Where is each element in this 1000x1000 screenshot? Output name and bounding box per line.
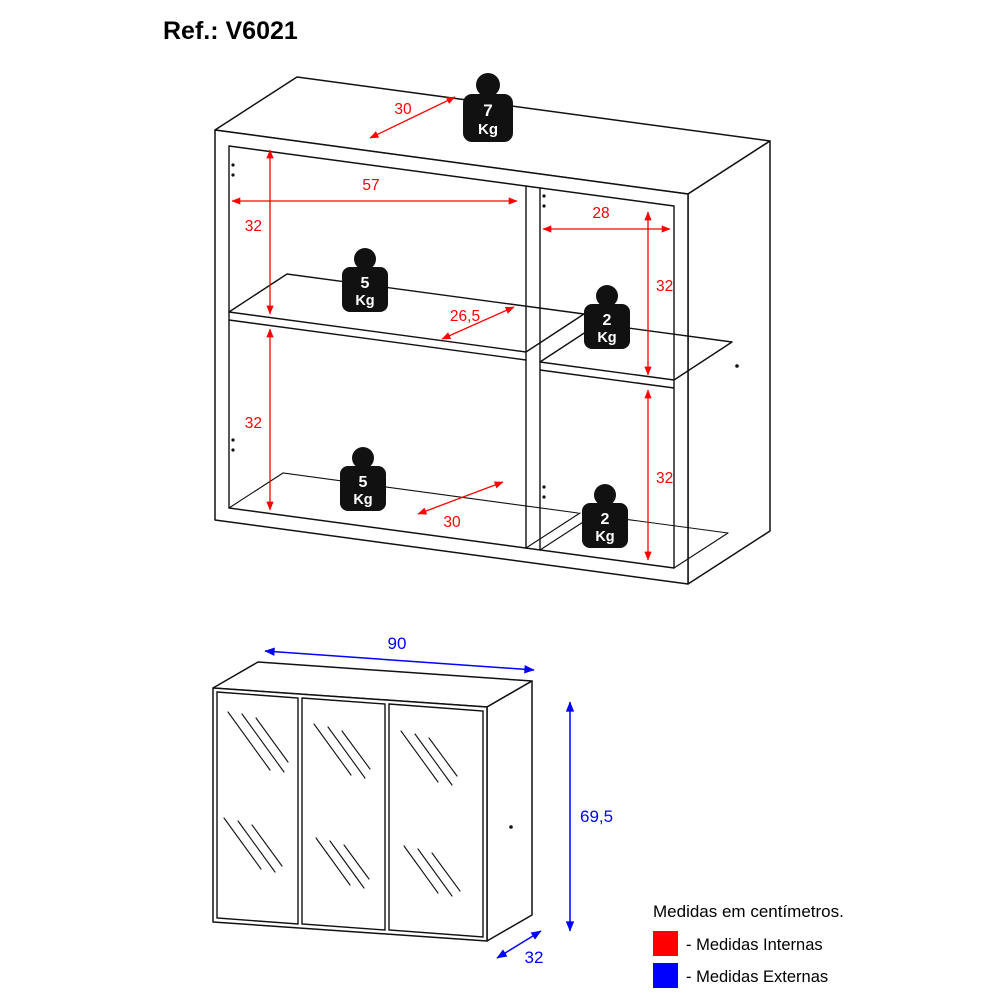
weight-icon-5kg-left-bottom: 5 Kg bbox=[340, 447, 386, 511]
dim-arrow-top-depth bbox=[369, 96, 456, 139]
mirror-hatch-door-middle bbox=[313, 723, 371, 889]
dim-arrow-width bbox=[264, 647, 535, 674]
weight-head bbox=[594, 484, 616, 506]
mirror-hatch-door-left bbox=[223, 711, 289, 873]
mirror-door-right bbox=[388, 703, 484, 938]
legend: Medidas em centímetros. - Medidas Intern… bbox=[653, 902, 844, 988]
dim-label-left-lower-height: 32 bbox=[245, 415, 262, 432]
weight-body bbox=[342, 267, 388, 312]
screw-hole-dot bbox=[231, 173, 235, 177]
dim-arrow-shelf-depth bbox=[441, 306, 515, 340]
dim-label-top-depth: 30 bbox=[394, 101, 412, 118]
weight-unit: Kg bbox=[478, 121, 498, 138]
screw-hole-dot bbox=[542, 194, 546, 198]
dim-arrow-depth bbox=[496, 930, 542, 959]
legend-swatch-internal bbox=[653, 931, 678, 956]
bottom-panel-depth-lines bbox=[228, 472, 729, 569]
cabinet-front-face bbox=[212, 687, 488, 942]
weight-unit: Kg bbox=[595, 529, 614, 545]
screw-hole-dots bbox=[231, 163, 739, 499]
external-dimensions: 90 69,5 32 bbox=[264, 634, 613, 967]
weight-icon-5kg-left-shelf: 5 Kg bbox=[342, 248, 388, 312]
page-title: Ref.: V6021 bbox=[163, 17, 298, 45]
dim-label-height: 69,5 bbox=[580, 807, 613, 826]
dim-label-depth: 32 bbox=[525, 948, 544, 967]
screw-hole-dot bbox=[542, 485, 546, 489]
right-shelf bbox=[539, 323, 733, 389]
left-shelf bbox=[228, 273, 585, 361]
weight-head bbox=[596, 285, 618, 307]
dim-label-right-width: 28 bbox=[592, 205, 609, 222]
weight-value: 7 bbox=[483, 101, 492, 120]
weight-icon-7kg-top: 7 Kg bbox=[463, 73, 513, 142]
legend-swatch-external bbox=[653, 963, 678, 988]
center-divider bbox=[525, 185, 541, 551]
weight-unit: Kg bbox=[353, 492, 372, 508]
mirror-door-middle bbox=[301, 697, 386, 931]
weight-head bbox=[476, 73, 500, 97]
mirror-door-left bbox=[216, 691, 299, 925]
legend-label-internal: - Medidas Internas bbox=[686, 936, 823, 954]
dim-label-left-upper-height: 32 bbox=[245, 218, 262, 235]
screw-hole-dot bbox=[231, 448, 235, 452]
weight-value: 5 bbox=[361, 275, 370, 292]
weight-value: 2 bbox=[601, 511, 610, 528]
dim-label-shelf-depth: 26,5 bbox=[450, 308, 480, 325]
dim-arrow-bottom-depth bbox=[417, 481, 504, 515]
cabinet-external-view: 90 69,5 32 bbox=[212, 634, 613, 967]
legend-note: Medidas em centímetros. bbox=[653, 902, 844, 921]
cabinet-right-face bbox=[486, 680, 533, 942]
dim-label-right-upper-height: 32 bbox=[656, 278, 673, 295]
screw-hole-dot bbox=[542, 204, 546, 208]
weight-head bbox=[354, 248, 376, 270]
cabinet-internal-view: 30 57 28 32 32 26,5 32 32 30 7 Kg bbox=[214, 73, 771, 585]
weight-value: 5 bbox=[359, 474, 368, 491]
weight-value: 2 bbox=[603, 312, 612, 329]
screw-hole-dot bbox=[509, 825, 513, 829]
screw-hole-dot bbox=[231, 438, 235, 442]
legend-label-external: - Medidas Externas bbox=[686, 968, 828, 986]
cabinet-front-face bbox=[214, 129, 689, 585]
weight-icon-2kg-right-shelf: 2 Kg bbox=[584, 285, 630, 349]
dim-label-right-lower-height: 32 bbox=[656, 470, 673, 487]
weight-body bbox=[584, 304, 630, 349]
weight-icon-2kg-right-bottom: 2 Kg bbox=[582, 484, 628, 548]
weight-head bbox=[352, 447, 374, 469]
mirror-hatch-door-right bbox=[400, 730, 461, 897]
screw-hole-dot bbox=[231, 163, 235, 167]
dim-label-bottom-depth: 30 bbox=[443, 514, 461, 531]
weight-unit: Kg bbox=[597, 330, 616, 346]
internal-dimensions: 30 57 28 32 32 26,5 32 32 30 bbox=[231, 96, 673, 561]
weight-body bbox=[463, 94, 513, 142]
screw-hole-dot bbox=[735, 364, 739, 368]
weight-unit: Kg bbox=[355, 293, 374, 309]
weight-body bbox=[582, 503, 628, 548]
inner-frame bbox=[228, 145, 675, 569]
screw-hole-dot bbox=[542, 495, 546, 499]
weight-body bbox=[340, 466, 386, 511]
dim-label-width: 90 bbox=[388, 634, 407, 653]
dim-label-left-width: 57 bbox=[362, 177, 379, 194]
